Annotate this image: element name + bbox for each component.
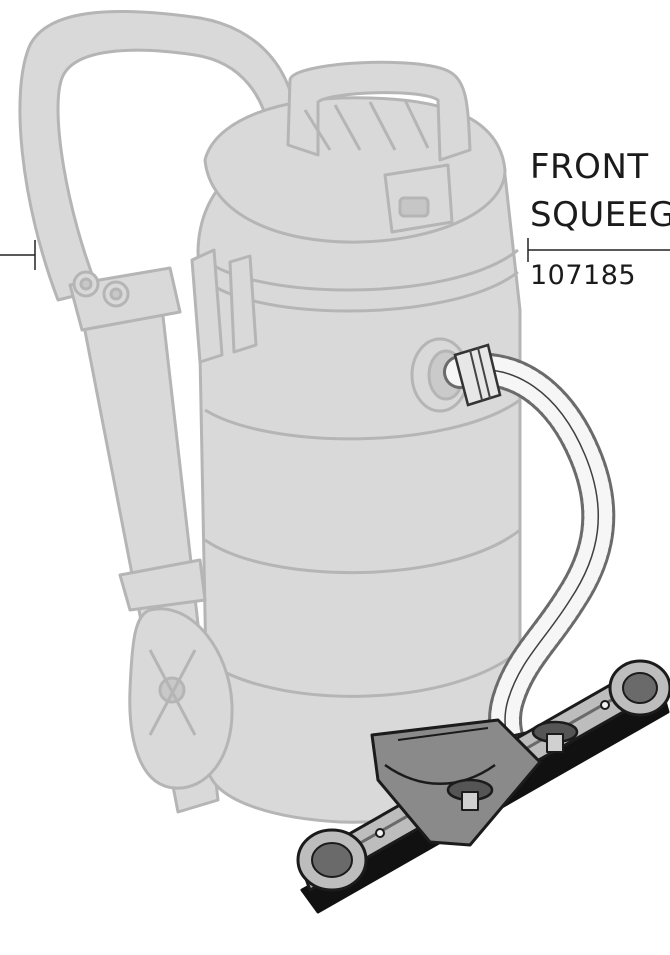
callout-lines [0, 238, 670, 270]
callout-label-line1: FRONT [530, 147, 649, 187]
lid-handle [286, 60, 472, 162]
callout-part-number: 107185 [530, 260, 637, 291]
front-squeegee-assembly [296, 659, 670, 914]
squeegee-wheel-right [608, 659, 670, 717]
lid-latch-left [190, 248, 224, 364]
adjustment-knobs [446, 720, 579, 811]
wet-vacuum-ghost [18, 10, 522, 824]
lid-latch-right [228, 254, 258, 354]
callout-label-line2: SQUEEG [530, 195, 670, 235]
squeegee-wheel-left [296, 828, 368, 892]
